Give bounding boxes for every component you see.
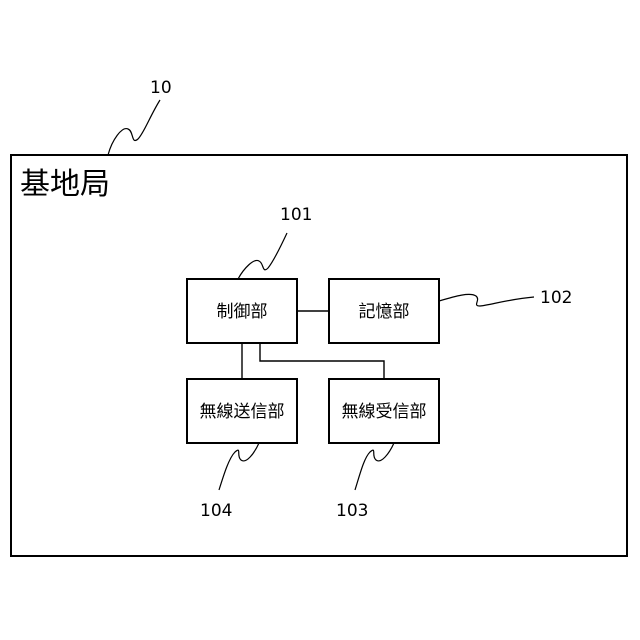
base-station-title: 基地局 — [20, 167, 110, 202]
wireless-receiver-label: 無線受信部 — [342, 402, 427, 422]
storage-unit-label: 記憶部 — [359, 302, 410, 322]
wireless-transmitter-label: 無線送信部 — [200, 402, 285, 422]
control-unit-label: 制御部 — [217, 302, 268, 322]
control-unit-ref: 101 — [280, 205, 312, 225]
control-unit-ref-leader — [238, 233, 287, 279]
base-station-ref: 10 — [150, 78, 172, 98]
control-receiver-link — [260, 343, 384, 379]
storage-unit-ref-leader — [439, 294, 534, 306]
base-station-frame — [11, 155, 627, 556]
wireless-transmitter-ref: 104 — [200, 501, 232, 521]
wireless-receiver-ref-leader — [355, 443, 394, 490]
wireless-receiver-ref: 103 — [336, 501, 368, 521]
storage-unit-ref: 102 — [540, 288, 572, 308]
wireless-transmitter-ref-leader — [219, 443, 259, 490]
base-station-ref-leader — [108, 100, 160, 155]
